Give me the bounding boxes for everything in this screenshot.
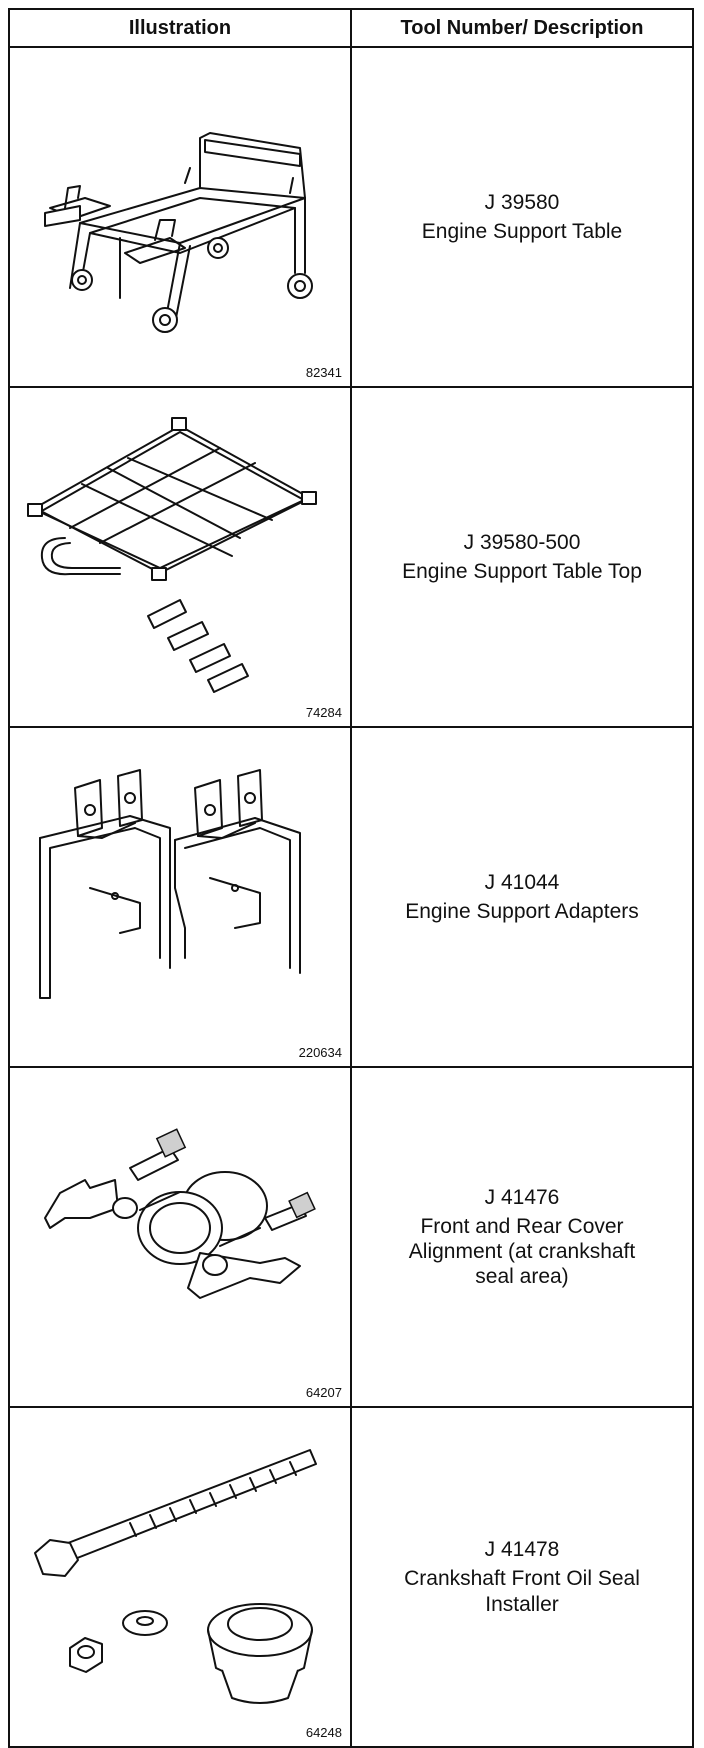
support-adapter-brackets-icon [39, 769, 301, 999]
tool-description: Engine Support Adapters [405, 900, 639, 923]
table-row: 82341 J 39580 Engine Support Table [8, 46, 694, 388]
illustration-cell: 64207 [8, 1066, 352, 1408]
tool-description-cell: J 39580-500 Engine Support Table Top [350, 386, 694, 728]
figure-number: 64248 [305, 1725, 342, 1740]
seal-installer-kit-icon [34, 1449, 317, 1704]
tool-description: Front and Rear Cover Alignment (at crank… [408, 1214, 636, 1289]
tool-number: J 41044 [484, 870, 560, 894]
cover-alignment-tool-icon [44, 1128, 316, 1299]
table-header-row: Illustration Tool Number/ Description [8, 8, 694, 48]
tool-description: Engine Support Table Top [402, 560, 642, 583]
table-row: 64248 J 41478 Crankshaft Front Oil Seal … [8, 1406, 694, 1748]
table-row: 74284 J 39580-500 Engine Support Table T… [8, 386, 694, 728]
tool-number: J 41478 [484, 1538, 560, 1562]
tool-number: J 39580-500 [463, 530, 581, 554]
tool-number: J 39580 [484, 190, 560, 214]
figure-number: 64207 [305, 1385, 342, 1400]
tool-description-cell: J 39580 Engine Support Table [350, 46, 694, 388]
illustration-cell: 64248 [8, 1406, 352, 1748]
tool-description: Crankshaft Front Oil Seal Installer [404, 1567, 640, 1616]
tool-description-cell: J 41476 Front and Rear Cover Alignment (… [350, 1066, 694, 1408]
tool-description-cell: J 41044 Engine Support Adapters [350, 726, 694, 1068]
engine-support-table-icon [44, 132, 313, 333]
figure-number: 220634 [298, 1045, 342, 1060]
tool-description-cell: J 41478 Crankshaft Front Oil Seal Instal… [350, 1406, 694, 1748]
tool-description: Engine Support Table [421, 220, 623, 243]
table-row: 220634 J 41044 Engine Support Adapters [8, 726, 694, 1068]
illustration-column-header: Illustration [8, 8, 352, 48]
illustration-cell: 74284 [8, 386, 352, 728]
figure-number: 82341 [305, 365, 342, 380]
special-tools-table: Illustration Tool Number/ Description [8, 8, 694, 1748]
figure-number: 74284 [305, 705, 342, 720]
table-row: 64207 J 41476 Front and Rear Cover Align… [8, 1066, 694, 1408]
tool-column-header: Tool Number/ Description [350, 8, 694, 48]
table-top-frame-icon [27, 417, 317, 693]
illustration-cell: 220634 [8, 726, 352, 1068]
illustration-cell: 82341 [8, 46, 352, 388]
tool-number: J 41476 [484, 1185, 560, 1209]
